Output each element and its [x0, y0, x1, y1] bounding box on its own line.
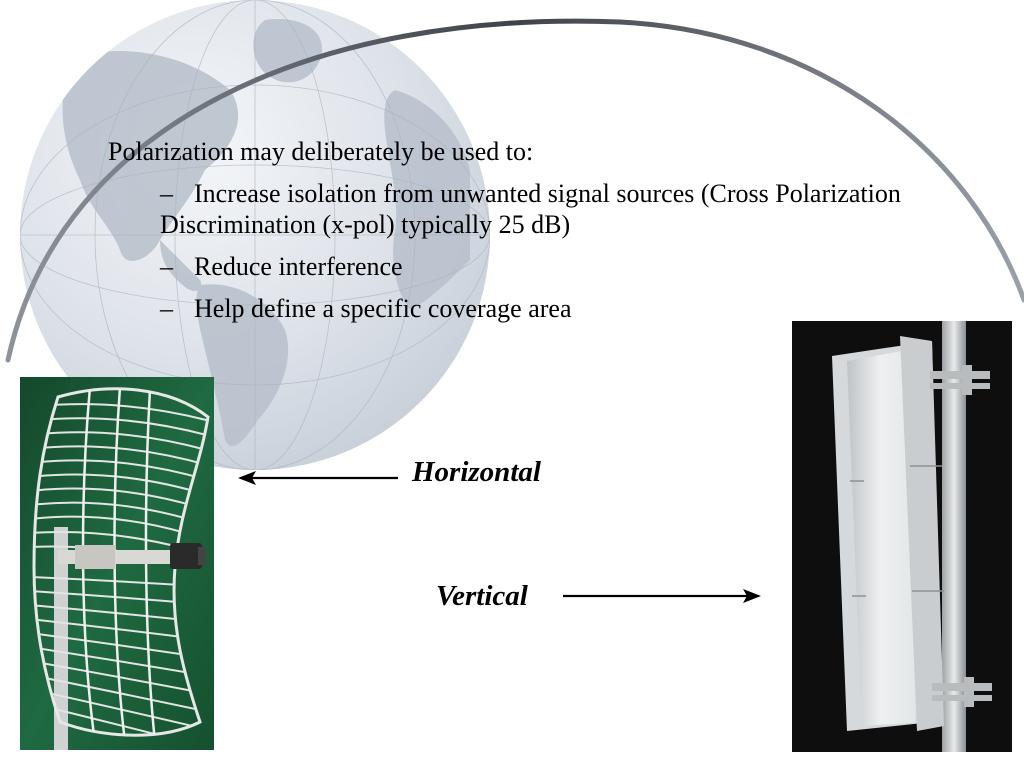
arrow-left-icon	[238, 471, 398, 485]
bullet-dash: –	[160, 178, 173, 208]
bullet-text: Increase isolation from unwanted signal …	[160, 178, 901, 240]
panel-antenna-icon	[792, 321, 1012, 752]
bullet-item-interference: –Reduce interference	[160, 251, 968, 283]
bullet-dash: –	[160, 293, 173, 323]
bullet-text: Reduce interference	[194, 252, 403, 282]
bullet-dash: –	[160, 252, 173, 282]
label-horizontal: Horizontal	[412, 456, 541, 488]
bullet-list: Polarization may deliberately be used to…	[108, 136, 968, 335]
label-vertical: Vertical	[436, 580, 528, 612]
arrow-right-icon	[563, 589, 761, 603]
slide-heading: Polarization may deliberately be used to…	[108, 137, 534, 166]
bullet-item-coverage: –Help define a specific coverage area	[160, 293, 968, 325]
bullet-item-isolation: –Increase isolation from unwanted signal…	[160, 178, 968, 241]
grid-parabolic-antenna-icon	[20, 377, 214, 750]
bullet-text: Help define a specific coverage area	[194, 293, 572, 323]
